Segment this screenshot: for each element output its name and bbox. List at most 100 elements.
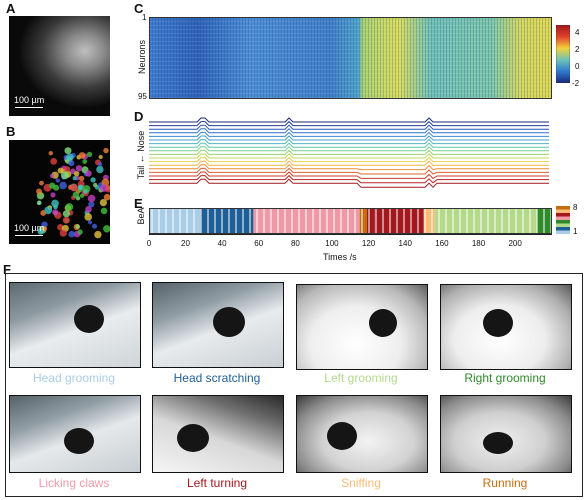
neuron-roi xyxy=(84,213,92,221)
neuron-roi xyxy=(100,207,108,215)
panel-a-label: A xyxy=(6,1,16,16)
neuron-roi xyxy=(72,191,80,198)
behavior-segment xyxy=(423,209,435,233)
behavior-colorbar-swatch xyxy=(556,216,570,220)
neuron-roi xyxy=(100,184,108,192)
neuron-roi xyxy=(49,173,55,178)
x-tick-label: 40 xyxy=(217,239,227,248)
neuron-roi xyxy=(79,193,85,198)
neuron-roi xyxy=(37,228,44,235)
panel-f-label: F xyxy=(3,262,11,277)
x-tick-label: 180 xyxy=(471,239,486,248)
behavior-segment xyxy=(149,209,201,233)
body-part-trace xyxy=(149,138,549,145)
behavior-colorbar-tick-1: 1 xyxy=(573,227,578,236)
neuron-roi xyxy=(85,170,92,177)
neuron-roi xyxy=(62,216,70,224)
neuron-roi xyxy=(90,177,96,183)
neuron-roi xyxy=(77,229,83,235)
neuron-roi xyxy=(96,165,104,174)
photo-running xyxy=(440,395,572,473)
neuron-roi xyxy=(88,201,95,208)
neuron-roi xyxy=(36,188,42,195)
neuron-roi xyxy=(85,206,92,213)
behavior-ethogram xyxy=(149,208,552,235)
body-part-trace xyxy=(149,120,549,127)
body-part-trace xyxy=(149,128,549,134)
neuron-roi xyxy=(87,220,93,225)
behavior-segment xyxy=(200,209,254,233)
neuron-roi xyxy=(65,203,74,211)
photo-head-grooming xyxy=(9,282,141,368)
body-part-trace xyxy=(149,124,549,130)
heatmap-y-label: Neurons xyxy=(137,39,147,75)
x-tick-label: 0 xyxy=(146,239,152,248)
neuron-roi xyxy=(70,183,78,192)
scale-bar-a xyxy=(15,107,43,108)
x-tick-label: 60 xyxy=(254,239,264,248)
neuron-roi xyxy=(64,166,71,172)
caption-head-scratching: Head scratching xyxy=(173,371,261,385)
panel-d-label: D xyxy=(134,109,144,124)
body-part-trace xyxy=(149,117,549,123)
body-part-trace xyxy=(149,160,549,166)
behavior-segment xyxy=(537,209,552,233)
neuron-roi xyxy=(61,171,69,180)
neuron-roi xyxy=(62,210,70,218)
neuron-roi xyxy=(51,199,59,208)
body-part-trace xyxy=(149,135,549,141)
neuron-roi xyxy=(52,209,59,216)
x-tick-label: 80 xyxy=(290,239,300,248)
behavior-examples-frame xyxy=(5,273,583,497)
photo-sniffing xyxy=(296,395,428,473)
colorbar-tick-neg2: -2 xyxy=(572,79,580,88)
behavior-colorbar-swatch xyxy=(556,227,570,231)
x-tick-label: 160 xyxy=(435,239,449,248)
neuron-roi xyxy=(86,151,93,158)
body-part-trace xyxy=(149,178,549,188)
heatmap-ytick-bottom: 95 xyxy=(138,92,147,101)
neuron-roi xyxy=(75,224,80,229)
body-part-trace xyxy=(149,167,549,175)
neuron-roi xyxy=(72,176,77,181)
neuron-roi xyxy=(50,158,58,165)
caption-right-grooming: Right grooming xyxy=(464,371,546,385)
neuron-roi xyxy=(98,162,103,167)
mouse-figure xyxy=(483,309,513,337)
neuron-roi xyxy=(103,147,109,154)
scale-label-b: 100 µm xyxy=(14,223,45,233)
body-part-trace xyxy=(149,164,549,171)
body-part-trace xyxy=(149,171,549,180)
neuron-roi xyxy=(78,184,84,191)
photo-head-scratching xyxy=(152,282,284,368)
mouse-figure xyxy=(483,432,513,454)
neuron-roi xyxy=(48,151,53,156)
behavior-segment xyxy=(374,209,424,233)
neuron-roi xyxy=(39,180,44,186)
behavior-colorbar-swatch xyxy=(556,223,570,227)
caption-licking-claws: Licking claws xyxy=(38,476,110,490)
body-part-trace xyxy=(149,149,549,155)
neuron-roi xyxy=(103,193,110,201)
panel-c-label: C xyxy=(134,1,144,16)
mouse-figure xyxy=(64,428,94,454)
colorbar-tick-2: 2 xyxy=(575,45,580,54)
calcium-image-grayscale: 100 µm xyxy=(9,16,110,116)
neuron-roi xyxy=(75,165,83,172)
neuron-roi xyxy=(87,194,96,203)
behavior-colorbar-swatch xyxy=(556,213,570,217)
behavior-colorbar-swatch xyxy=(556,206,570,210)
caption-running: Running xyxy=(482,476,528,490)
neuron-roi xyxy=(42,226,48,232)
behavior-colorbar-swatch xyxy=(556,220,570,224)
behavior-colorbar-tick-8: 8 xyxy=(573,203,578,212)
neuron-roi xyxy=(50,192,56,198)
body-part-trace xyxy=(149,156,549,163)
neuron-roi xyxy=(82,159,88,164)
neuron-rois xyxy=(36,147,110,239)
behavior-segment xyxy=(366,209,375,233)
behavior-y-label: BeA xyxy=(136,207,146,225)
body-part-traces xyxy=(149,117,549,188)
caption-head-grooming: Head grooming xyxy=(32,371,116,385)
behavior-colorbar-swatch xyxy=(556,230,570,234)
